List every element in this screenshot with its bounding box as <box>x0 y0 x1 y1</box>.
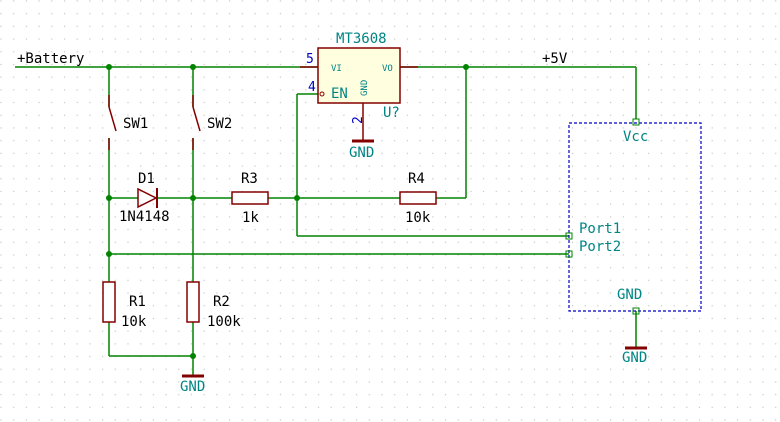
resistor-r3[interactable]: R3 1k <box>231 171 269 226</box>
junction-dot <box>190 64 196 70</box>
gnd-symbol-ic: GND <box>349 139 374 161</box>
d1-value: 1N4148 <box>119 209 170 225</box>
mcu-gnd-label: GND <box>617 287 642 303</box>
mcu-block[interactable]: Vcc Port1 Port2 GND <box>565 118 702 315</box>
r1-value: 10k <box>121 314 147 330</box>
sw2-label: SW2 <box>207 116 232 132</box>
ic-pin-en-label: EN <box>331 86 348 102</box>
r3-body <box>231 191 269 205</box>
ic-pin-vo-label: VO <box>382 64 393 74</box>
r2-ref: R2 <box>213 294 230 310</box>
ic-ref: U? <box>383 105 400 121</box>
gnd-mcu-label: GND <box>622 350 647 366</box>
ic-pin-gnd-label: GND <box>360 80 370 96</box>
junction-dot <box>106 64 112 70</box>
r1-body <box>102 281 116 323</box>
junction-dot <box>106 251 112 257</box>
resistor-r1[interactable]: R1 10k <box>102 281 147 330</box>
switch-sw2[interactable]: SW2 <box>192 95 232 150</box>
r3-value: 1k <box>242 210 259 226</box>
sw2-blade <box>192 106 201 132</box>
mcu-vcc-pin <box>632 118 640 126</box>
sw1-blade <box>108 106 117 132</box>
r4-body <box>399 191 437 205</box>
r1-ref: R1 <box>129 294 146 310</box>
pin-number-5: 5 <box>306 52 314 67</box>
r2-body <box>186 281 200 323</box>
junction-dot <box>463 64 469 70</box>
mt3608-ic[interactable]: MT3608 U? VI VO EN GND 5 4 2 <box>300 31 418 141</box>
net-label-5v: +5V <box>542 51 568 67</box>
r4-value: 10k <box>405 210 431 226</box>
pin-number-4: 4 <box>308 80 316 95</box>
ic-body <box>317 47 401 104</box>
mcu-port2-label: Port2 <box>579 239 621 255</box>
d1-triangle <box>137 187 158 209</box>
d1-ref: D1 <box>138 171 155 187</box>
gnd-left-label: GND <box>180 379 205 395</box>
ic-pin-vi-label: VI <box>331 64 342 74</box>
mcu-vcc-label: Vcc <box>623 129 648 145</box>
net-label-battery: +Battery <box>17 51 84 67</box>
en-pin-connector <box>319 91 325 97</box>
junction-dot <box>190 353 196 359</box>
r3-ref: R3 <box>241 171 258 187</box>
gnd-symbol-mcu: GND <box>622 346 647 366</box>
sw1-label: SW1 <box>123 116 148 132</box>
ic-name: MT3608 <box>336 31 387 47</box>
resistor-r2[interactable]: R2 100k <box>186 281 241 330</box>
mcu-outline <box>568 122 702 312</box>
junctions <box>106 64 469 359</box>
gnd-symbol-left: GND <box>180 374 205 395</box>
r4-ref: R4 <box>408 171 425 187</box>
mcu-port1-label: Port1 <box>579 221 621 237</box>
mcu-port2-pin <box>565 250 573 258</box>
pin-number-2: 2 <box>351 116 366 124</box>
r2-value: 100k <box>207 314 241 330</box>
gnd-ic-label: GND <box>349 145 374 161</box>
junction-dot <box>190 195 196 201</box>
resistor-r4[interactable]: R4 10k <box>399 171 437 226</box>
junction-dot <box>294 195 300 201</box>
diode-d1[interactable]: D1 1N4148 <box>119 171 170 225</box>
switch-sw1[interactable]: SW1 <box>108 95 148 150</box>
mcu-gnd-pin <box>632 307 640 315</box>
junction-dot <box>106 195 112 201</box>
mcu-port1-pin <box>565 232 573 240</box>
